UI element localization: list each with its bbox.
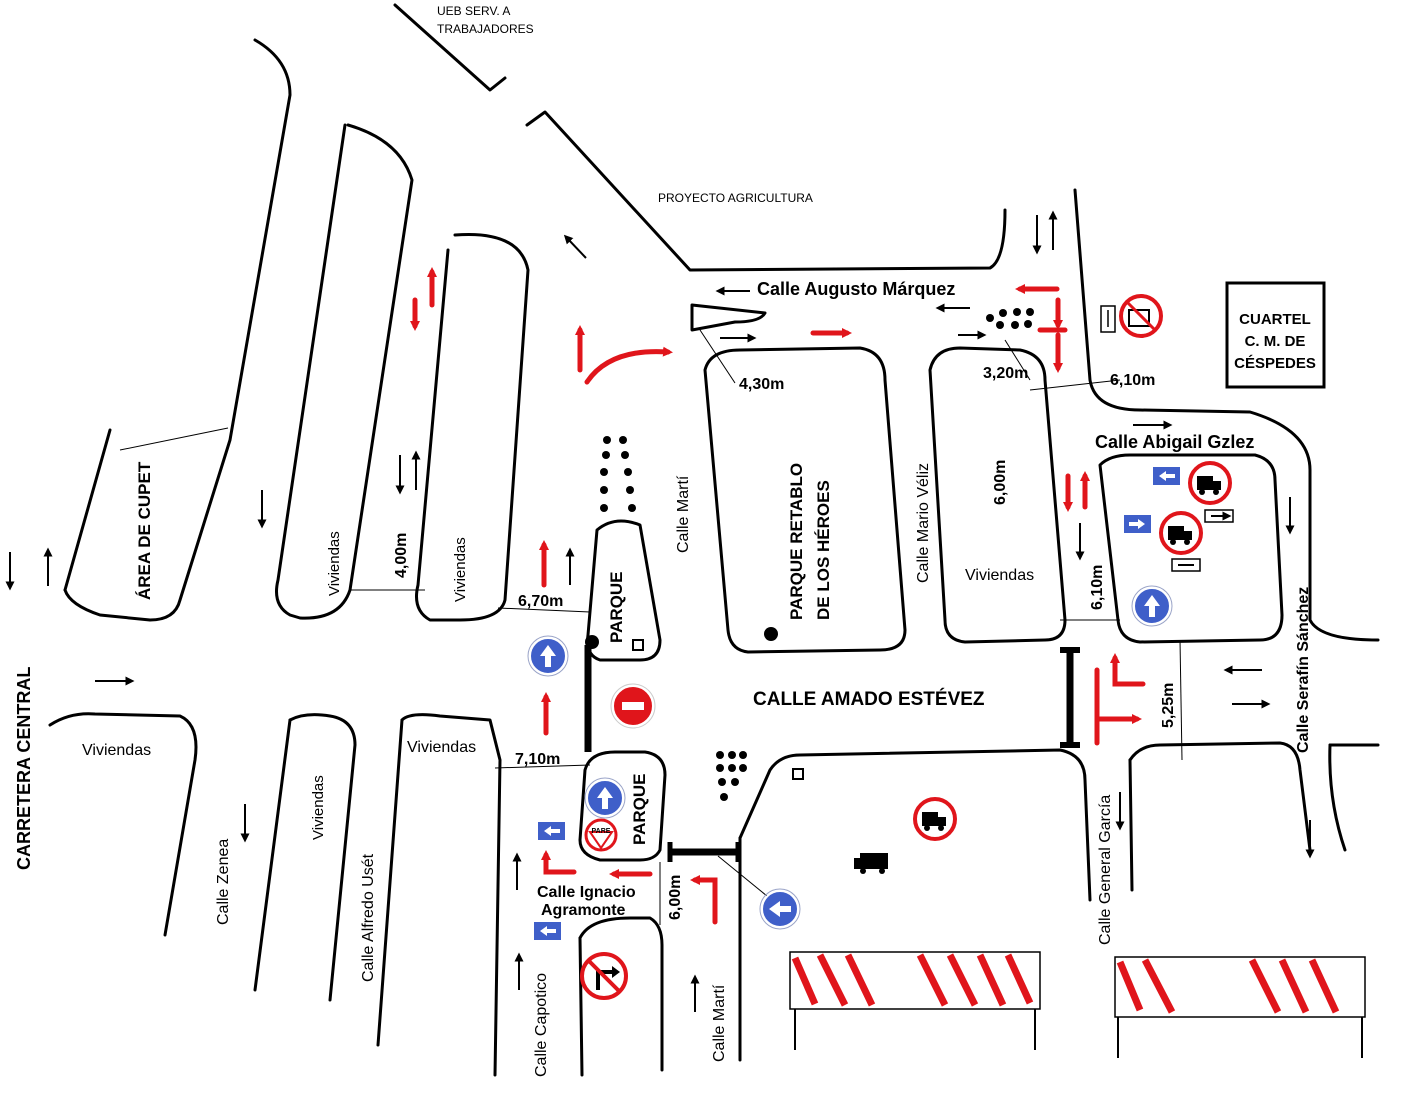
- arrow-up-sign-icon: [584, 777, 626, 819]
- viviendas-label-1: Viviendas: [82, 742, 151, 759]
- mario-veliz-label: Calle Mario Véliz: [915, 463, 932, 583]
- m-430-label: 4,30m: [739, 376, 784, 393]
- direction-panel-icon: [1124, 515, 1151, 533]
- serafin-label: Calle Serafín Sánchez: [1295, 587, 1312, 753]
- ignacio-label-2: Agramonte: [541, 902, 626, 919]
- m-320-label: 3,20m: [983, 365, 1028, 382]
- road-outlines: [48, 3, 1380, 1077]
- no-trucks-sign-icon: [1159, 511, 1203, 555]
- black-arrows: [5, 210, 1315, 1012]
- cuartel-box: [1225, 281, 1326, 389]
- parque-lower-label: PARQUE: [630, 774, 649, 845]
- stop-sign-icon: PARE: [584, 818, 618, 852]
- red-arrows: [410, 267, 1146, 925]
- parque-retablo-label-1: PARQUE RETABLO: [787, 463, 806, 620]
- viviendas-label-2: Viviendas: [326, 531, 343, 596]
- labels: UEB SERV. A TRABAJADORES PROYECTO AGRICU…: [14, 4, 1316, 1077]
- no-trucks-sign-icon: [1188, 461, 1232, 505]
- no-right-turn-sign-icon: [580, 952, 628, 1000]
- alfredo-uset-label: Calle Alfredo Usét: [360, 853, 377, 982]
- viviendas-label-5: Viviendas: [310, 775, 327, 840]
- road-barrier-icon: [1114, 956, 1366, 1058]
- m-600-bottom-label: 6,00m: [667, 875, 684, 920]
- parque-upper-label: PARQUE: [607, 572, 626, 643]
- no-trucks-sign-icon: [1119, 294, 1163, 338]
- bollard-dots: [600, 308, 1034, 801]
- proyecto-label: PROYECTO AGRICULTURA: [658, 191, 813, 205]
- ignacio-label-1: Calle Ignacio: [537, 884, 636, 901]
- amado-estevez-label: CALLE AMADO ESTÉVEZ: [753, 688, 985, 710]
- viviendas-label-3: Viviendas: [452, 537, 469, 602]
- m-600-block-label: 6,00m: [992, 460, 1009, 505]
- augusto-marquez-label: Calle Augusto Márquez: [757, 279, 955, 299]
- marti-top-label: Calle Martí: [675, 475, 692, 553]
- bus-icon: [854, 853, 888, 874]
- no-entry-sign-icon: [610, 683, 656, 729]
- direction-panel-icon: [1153, 467, 1180, 485]
- ueb-label-1: UEB SERV. A: [437, 4, 510, 18]
- m-710-label: 7,10m: [515, 751, 560, 768]
- stop-sign-label: PARE: [592, 828, 611, 835]
- road-barrier-icon: [789, 951, 1041, 1050]
- ueb-label-2: TRABAJADORES: [437, 22, 534, 36]
- m-610-top-label: 6,10m: [1110, 372, 1155, 389]
- cuartel-label-3: CÉSPEDES: [1234, 355, 1316, 372]
- carretera-central-label: CARRETERA CENTRAL: [14, 667, 34, 870]
- measurement-lines: [119, 329, 1183, 925]
- general-garcia-label: Calle General García: [1097, 795, 1114, 945]
- post-plate-icon: [1100, 305, 1116, 333]
- small-plate-icon: [1171, 509, 1234, 572]
- arrow-up-sign-icon: [527, 635, 569, 677]
- capotico-label: Calle Capotico: [533, 973, 550, 1077]
- road-bars: [584, 635, 1080, 862]
- m-610-side-label: 6,10m: [1089, 565, 1106, 610]
- cuartel-label-2: C. M. DE: [1245, 333, 1306, 350]
- arrow-up-sign-icon: [1131, 585, 1173, 627]
- bollard-dot-icon: [585, 635, 599, 649]
- viviendas-label-4: Viviendas: [407, 739, 476, 756]
- abigail-label: Calle Abigail Gzlez: [1095, 432, 1254, 452]
- m-670-label: 6,70m: [518, 593, 563, 610]
- m-525-label: 5,25m: [1160, 683, 1177, 728]
- cuartel-label-1: CUARTEL: [1239, 311, 1311, 328]
- parque-retablo-label-2: DE LOS HÉROES: [814, 480, 833, 620]
- direction-panel-icon: [534, 922, 561, 940]
- direction-panel-icon: [538, 822, 565, 840]
- m-400-label: 4,00m: [393, 533, 410, 578]
- viviendas-label-6: Viviendas: [965, 567, 1034, 584]
- marti-bottom-label: Calle Martí: [711, 984, 728, 1062]
- no-trucks-sign-icon: [913, 797, 957, 841]
- arrow-left-sign-icon: [759, 888, 801, 930]
- zenea-label: Calle Zenea: [215, 839, 232, 925]
- cupet-label: ÁREA DE CUPET: [135, 461, 154, 600]
